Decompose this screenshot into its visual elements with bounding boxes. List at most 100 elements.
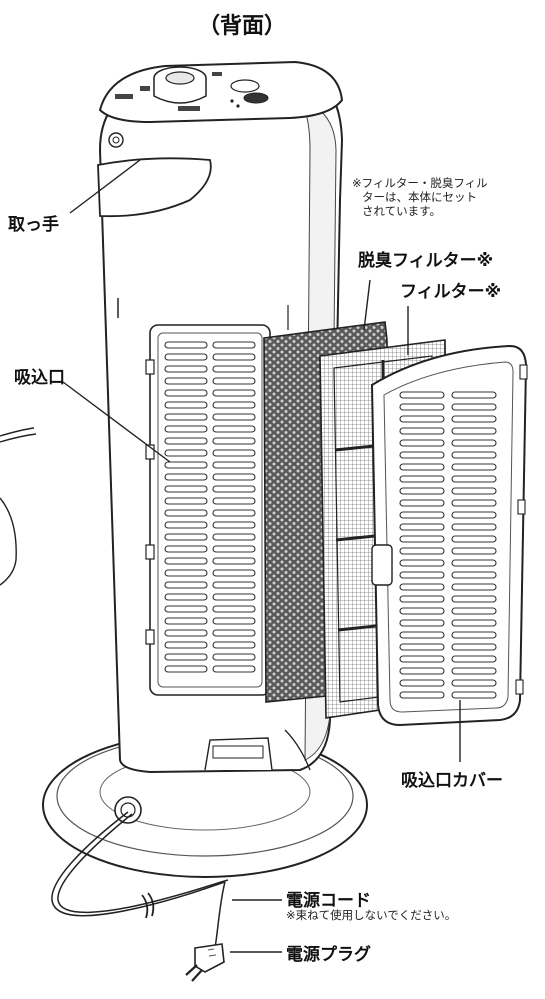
grille-slot [164,557,208,565]
lower-body [114,729,311,824]
grille-slot [399,463,445,471]
grille-slot [399,595,445,603]
grille-slot [399,631,445,639]
grille-slot [399,487,445,495]
grille-slot [164,629,208,637]
grille-slot [399,439,445,447]
grille-slot [451,643,497,651]
grille-slot [164,617,208,625]
grille-slot [451,535,497,543]
grille-slot [399,583,445,591]
grille-slot [164,389,208,397]
grille-slot [399,559,445,567]
grille-slot [164,377,208,385]
grille-slot [212,353,256,361]
grille-slot [212,557,256,565]
grille-slot [451,655,497,663]
grille-slot [164,533,208,541]
leader-lines [62,159,461,953]
grille-slot [399,415,445,423]
grille-slot [212,497,256,505]
cord-note: ※束ねて使用しないでください。 [286,908,457,922]
grille-slot [164,437,208,445]
grille-slot [212,641,256,649]
filter-note: ※フィルター・脱臭フィル ターは、本体にセット されています。 [352,176,488,218]
label-intake-cover: 吸込口カバー [401,771,503,791]
grille-slot [451,583,497,591]
grille-slot [212,485,256,493]
label-deodorizing-filter: 脱臭フィルター※ [358,251,494,271]
grille-slot [451,427,497,435]
grille-slot [164,413,208,421]
grille-slot [451,571,497,579]
grille-slot [212,509,256,517]
power-plug-icon [185,943,225,982]
grille-slot [399,691,445,699]
grille-slot [451,391,497,399]
grille-slot [399,475,445,483]
grille-slot [451,415,497,423]
grille-slot [212,377,256,385]
grille-slot [212,413,256,421]
grille-slot [451,691,497,699]
grille-slot [164,341,208,349]
grille-slot [212,605,256,613]
grille-slot [212,425,256,433]
grille-slot [451,475,497,483]
grille-slot [399,619,445,627]
grille-slot [212,569,256,577]
grille-slot [212,389,256,397]
grille-slot [451,679,497,687]
grille-slot [164,365,208,373]
grille-slot [164,473,208,481]
grille-slot [164,569,208,577]
grille-slot [212,533,256,541]
grille-slot [399,535,445,543]
grille-slot [164,521,208,529]
grille-slot [451,499,497,507]
grille-slot [399,643,445,651]
grille-slot [399,427,445,435]
grille-slot [164,509,208,517]
intake-cover [370,344,528,727]
grille-slot [451,511,497,519]
grille-slot [164,593,208,601]
diagram-title: （背面） [198,14,287,39]
filter-note-line1: ※フィルター・脱臭フィル [352,176,488,190]
filter-note-line2: ターは、本体にセット [362,190,477,204]
grille-slot [399,607,445,615]
grille-slot [212,461,256,469]
grille-slot [164,401,208,409]
grille-slot [164,581,208,589]
grille-slot [212,473,256,481]
grille-slot [451,451,497,459]
grille-slot [399,655,445,663]
intake-grille [145,324,271,696]
grille-slot [212,365,256,373]
grille-slot [399,547,445,555]
grille-slot [164,653,208,661]
grille-slot [451,595,497,603]
grille-slot [399,403,445,411]
grille-slot [451,403,497,411]
label-filter: フィルター※ [400,282,502,302]
grille-slot [451,631,497,639]
grille-slot [212,617,256,625]
grille-slot [164,545,208,553]
grille-slot [212,665,256,673]
grille-slot [164,449,208,457]
grille-slot [212,581,256,589]
grille-slot [164,461,208,469]
grille-slot [212,437,256,445]
grille-slot [164,641,208,649]
grille-slot [399,511,445,519]
partial-object-left [0,427,37,586]
grille-slot [164,665,208,673]
grille-slot [399,499,445,507]
grille-slot [399,451,445,459]
grille-slot [212,401,256,409]
grille-slot [451,463,497,471]
grille-slot [399,523,445,531]
grille-slot [451,439,497,447]
